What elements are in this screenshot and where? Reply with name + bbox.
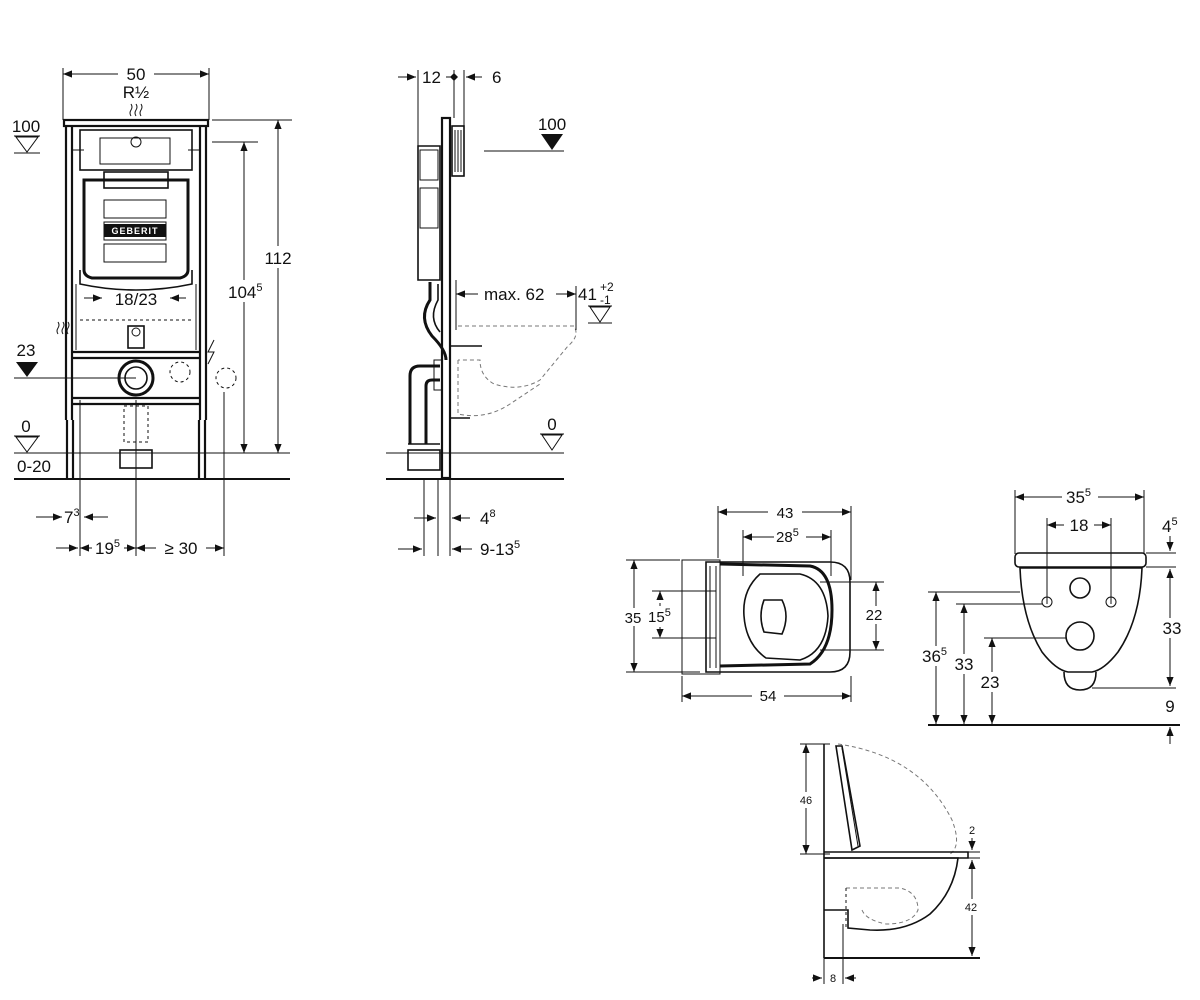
top-dim-22: 22 [866, 607, 883, 624]
rear-dim-33-left: 33 [955, 655, 974, 674]
rear-view: 355 18 45 33 365 33 2 [922, 486, 1192, 744]
bowl-profile [824, 857, 959, 931]
top-dim-54: 54 [760, 688, 777, 705]
level-23-label: 23 [17, 341, 36, 360]
side-level-0-label: 0 [547, 415, 556, 434]
electric-icon [207, 339, 215, 365]
level-marker-icon [15, 136, 39, 153]
profile-dim-8: 8 [830, 973, 836, 985]
level-marker-filled-icon [16, 362, 38, 377]
rear-dim-36: 365 [922, 646, 947, 666]
width-label: 50 [127, 65, 146, 84]
level-marker-icon [541, 434, 563, 451]
water-supply-icon-left [56, 321, 70, 335]
level-100-label: 100 [12, 117, 40, 136]
lid-open [835, 745, 861, 852]
max-62-label: max. 62 [484, 285, 544, 304]
offset-7-label: 73 [64, 507, 80, 527]
rear-dim-9: 9 [1165, 697, 1174, 716]
tolerance-plus: +2 [600, 280, 614, 294]
rear-dim-23: 23 [981, 673, 1000, 692]
offset-30-label: ≥ 30 [165, 539, 198, 558]
brand-label: GEBERIT [111, 226, 158, 236]
bowl-top [705, 561, 851, 673]
rear-dim-4: 45 [1162, 516, 1178, 536]
profile-dim-2: 2 [969, 825, 975, 837]
dim-9-13-label: 9-135 [480, 539, 520, 559]
seat-rear [1014, 552, 1147, 568]
rear-dim-33-right: 33 [1163, 619, 1182, 638]
dim-6-label: 6 [492, 68, 501, 87]
level-marker-icon [589, 306, 611, 323]
thread-label: R½ [123, 83, 149, 102]
profile-view: 46 2 42 8 [797, 743, 982, 985]
side-level-100-label: 100 [538, 115, 566, 134]
top-dim-28: 285 [776, 527, 799, 546]
top-dim-15: 155 [648, 607, 671, 626]
range-label: 0-20 [17, 457, 51, 476]
profile-dim-42: 42 [965, 902, 977, 914]
level-0-label: 0 [21, 417, 30, 436]
tolerance-minus: -1 [600, 293, 611, 307]
rear-dim-35: 355 [1066, 487, 1091, 507]
top-dim-43: 43 [777, 505, 794, 522]
dim-12-label: 12 [422, 68, 441, 87]
offset-19-label: 195 [95, 538, 120, 558]
water-supply-icon [129, 103, 143, 117]
rear-dim-18: 18 [1070, 516, 1089, 535]
height-104-label: 1045 [228, 282, 263, 302]
dim-41-label: 41 [578, 285, 597, 304]
brand-plate [104, 224, 166, 237]
cistern-side [417, 145, 441, 281]
flush-plate-dimension: 18/23 [115, 290, 158, 309]
front-view: 50 R½ 100 GEBERIT [12, 64, 294, 558]
level-marker-filled-icon [541, 134, 563, 150]
top-dim-35: 35 [625, 610, 642, 627]
dim-4-label: 48 [480, 508, 496, 528]
height-112-label: 112 [264, 249, 291, 268]
top-view: 43 285 35 155 22 54 [620, 502, 888, 705]
profile-dim-46: 46 [800, 795, 812, 807]
level-marker-icon [15, 436, 39, 453]
side-view: 12 6 100 max. 62 [386, 68, 614, 559]
cistern [82, 178, 190, 280]
bowl-rear [1019, 567, 1143, 673]
